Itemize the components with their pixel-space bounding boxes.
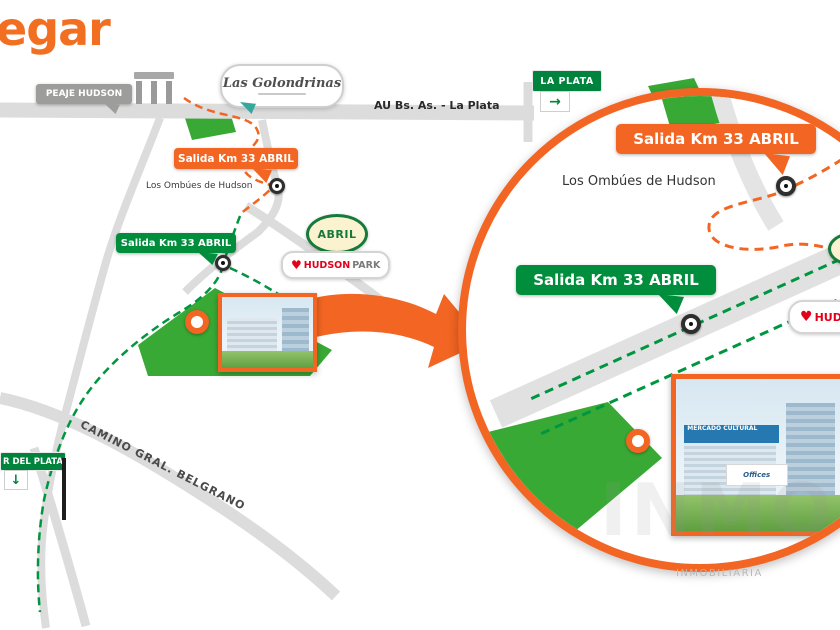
mar-del-plata-plate: R DEL PLATA <box>0 452 66 471</box>
inset-roads-layer <box>480 96 840 532</box>
heart-icon: ♥ <box>291 258 302 272</box>
watermark-ghost: INMOBILIARIA <box>600 468 840 552</box>
photo-lawn <box>676 494 840 531</box>
salida-km33-green-sign: Salida Km 33 ABRIL <box>116 233 236 253</box>
inset-road-main <box>489 242 840 428</box>
building-block <box>226 318 277 351</box>
toll-pillar <box>136 81 142 104</box>
toll-booth-icon <box>134 72 174 106</box>
toll-pillar <box>166 81 172 104</box>
salida-km33-orange-sign: Salida Km 33 ABRIL <box>174 148 298 169</box>
inset-ombues-label: Los Ombúes de Hudson <box>562 174 716 189</box>
las-golondrinas-subtext-rule <box>258 93 306 95</box>
building-photo-small <box>218 293 317 372</box>
peaje-hudson-sign: PEAJE HUDSON <box>36 84 132 104</box>
offices-sign: Offices <box>725 464 788 486</box>
las-golondrinas-badge: Las Golondrinas <box>220 64 344 108</box>
mar-del-plata-sign: R DEL PLATA ↓ <box>0 452 66 490</box>
arrow-right-icon: → <box>540 91 570 112</box>
hudson-park-label-2: PARK <box>352 259 381 271</box>
inset-park-top <box>661 96 728 130</box>
heart-icon: ♥ <box>800 309 813 325</box>
arrow-down-icon: ↓ <box>4 470 28 490</box>
la-plata-plate: LA PLATA <box>532 70 602 92</box>
building-tower <box>785 403 836 495</box>
location-donut-marker <box>185 310 209 334</box>
inset-salida-orange-sign: Salida Km 33 ABRIL <box>616 124 816 154</box>
toll-pillar <box>151 81 157 104</box>
zoom-arrow <box>306 293 484 368</box>
inset-road-top <box>711 96 784 231</box>
road-left-descending <box>37 116 164 629</box>
inset-exit-marker-green <box>681 314 701 334</box>
inset-hudson-park-badge: ♥ HUDSON <box>788 300 840 334</box>
inset-park-polygon <box>480 402 662 532</box>
inset-route-orange <box>707 158 840 254</box>
toll-roof <box>134 72 174 79</box>
route-green-dashed <box>36 215 242 613</box>
watermark-caption: INMOBILIARIA <box>676 568 763 579</box>
abril-badge: ABRIL <box>306 214 368 254</box>
road-exit-ramp <box>182 119 283 295</box>
page-title: egar <box>0 2 111 56</box>
building-caption-band: MERCADO CULTURAL <box>684 424 779 443</box>
building-photo-large: MERCADO CULTURAL Offices <box>671 374 840 536</box>
peaje-sign-pointer <box>104 103 120 114</box>
road-highway <box>0 102 535 121</box>
inset-exit-marker-orange <box>776 176 796 196</box>
las-golondrinas-label: Las Golondrinas <box>222 76 342 91</box>
inset-location-donut-marker <box>626 429 650 453</box>
la-plata-sign: LA PLATA → <box>532 70 602 112</box>
sign-post <box>62 458 66 520</box>
hudson-park-badge: ♥ HUDSON PARK <box>281 251 391 279</box>
hudson-park-label-1: HUDSON <box>303 259 351 271</box>
highway-label: AU Bs. As. - La Plata <box>374 99 500 112</box>
road-camino-belgrano <box>0 392 341 601</box>
ombues-label: Los Ombúes de Hudson <box>146 181 253 191</box>
exit-marker-orange <box>269 178 285 194</box>
inset-hudson-label: HUDSON <box>814 310 840 324</box>
exit-marker-green <box>215 255 231 271</box>
building-tower <box>282 308 310 351</box>
photo-lawn <box>222 350 313 368</box>
inset-salida-green-sign: Salida Km 33 ABRIL <box>516 265 716 295</box>
